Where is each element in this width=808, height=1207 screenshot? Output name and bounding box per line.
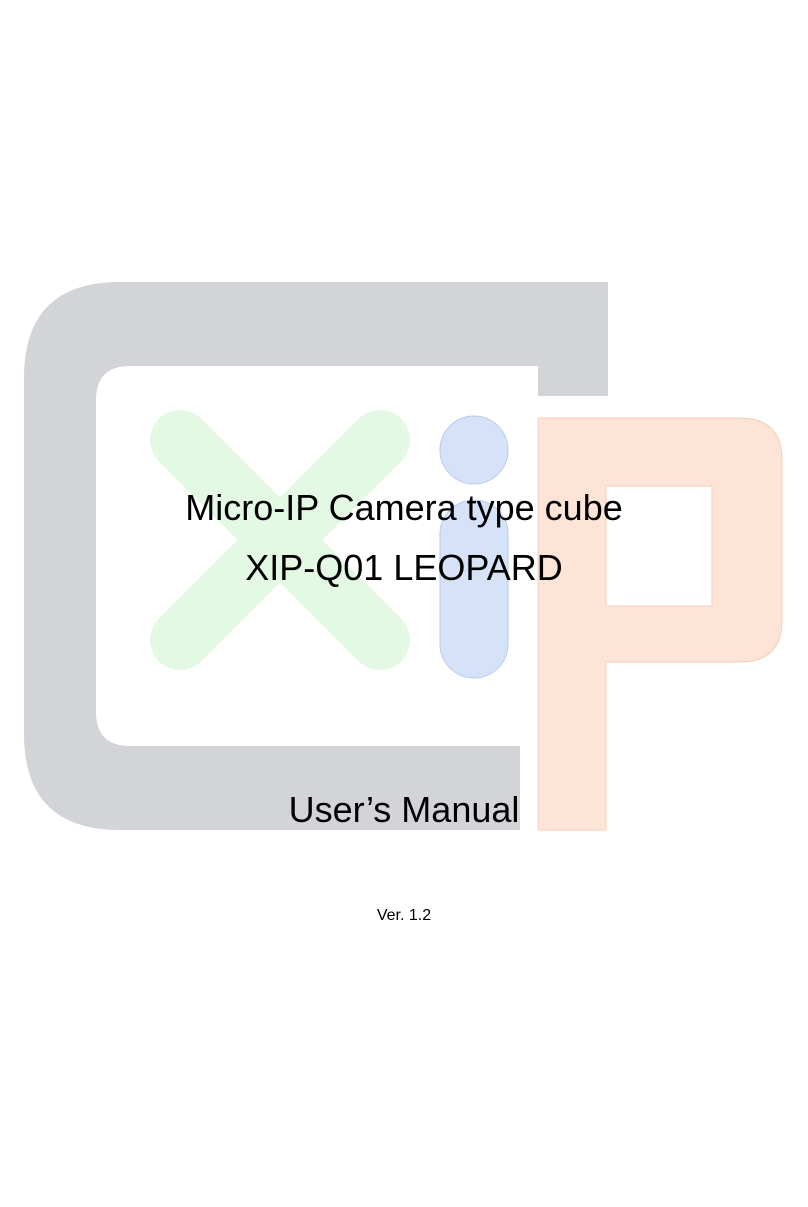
logo-p-shape xyxy=(537,417,783,831)
logo-i-shape xyxy=(439,415,509,679)
version-label: Ver. 1.2 xyxy=(376,907,432,924)
document-title-line1: Micro-IP Camera type cube xyxy=(185,487,623,528)
logo-frame-shape xyxy=(24,282,608,830)
logo-x-shape xyxy=(150,410,410,670)
manual-title: User’s Manual xyxy=(288,789,520,830)
document-title-model: XIP-Q01 LEOPARD xyxy=(245,547,563,588)
